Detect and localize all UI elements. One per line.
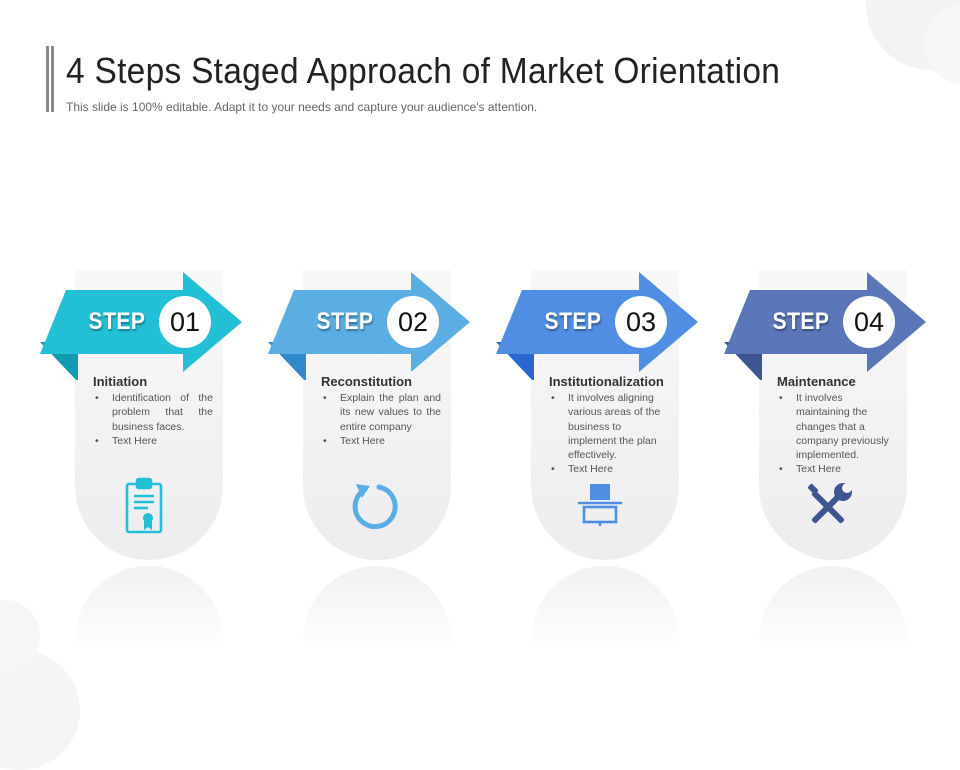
stage-bullets: Explain the plan and its new values to t…	[321, 391, 441, 448]
align-blocks-icon	[578, 484, 622, 526]
step-number: 03	[615, 296, 667, 348]
step-label: STEP	[316, 308, 374, 335]
step-4: STEP 04 Maintenance It involves maintain…	[722, 270, 932, 650]
stage-bullets: Identification of the problem that the b…	[93, 391, 213, 448]
step-3: STEP 03 Institutionalization It involves…	[494, 270, 704, 650]
page-title: 4 Steps Staged Approach of Market Orient…	[66, 50, 781, 91]
stage-name: Maintenance	[777, 374, 856, 389]
step-reflection	[303, 566, 451, 650]
stage-bullets: It involves maintaining the changes that…	[777, 391, 897, 477]
step-label: STEP	[88, 308, 146, 335]
bullet-item: Text Here	[93, 434, 213, 449]
step-2: STEP 02 Reconstitution Explain the plan …	[266, 270, 476, 650]
bullet-item: Text Here	[777, 462, 897, 477]
certificate-clipboard-icon	[125, 477, 163, 534]
stage-bullets: It involves aligning various areas of th…	[549, 391, 669, 477]
stage-name: Institutionalization	[549, 374, 664, 389]
step-number: 01	[159, 296, 211, 348]
bullet-item: Text Here	[549, 462, 669, 477]
bullet-item: It involves maintaining the changes that…	[777, 391, 897, 462]
step-reflection	[759, 566, 907, 650]
step-label: STEP	[772, 308, 830, 335]
bullet-item: Identification of the problem that the b…	[93, 391, 213, 434]
step-label: STEP	[544, 308, 602, 335]
step-reflection	[531, 566, 679, 650]
stage-name: Initiation	[93, 374, 148, 389]
step-number: 04	[843, 296, 895, 348]
bullet-item: Text Here	[321, 434, 441, 449]
tools-icon	[807, 483, 852, 524]
step-number: 02	[387, 296, 439, 348]
refresh-icon	[352, 484, 398, 530]
step-1: STEP 01 Initiation Identification of the…	[38, 270, 248, 650]
stage-name: Reconstitution	[321, 374, 412, 389]
page-subtitle: This slide is 100% editable. Adapt it to…	[66, 100, 538, 114]
bullet-item: It involves aligning various areas of th…	[549, 391, 669, 462]
step-reflection	[75, 566, 223, 650]
bullet-item: Explain the plan and its new values to t…	[321, 391, 441, 434]
